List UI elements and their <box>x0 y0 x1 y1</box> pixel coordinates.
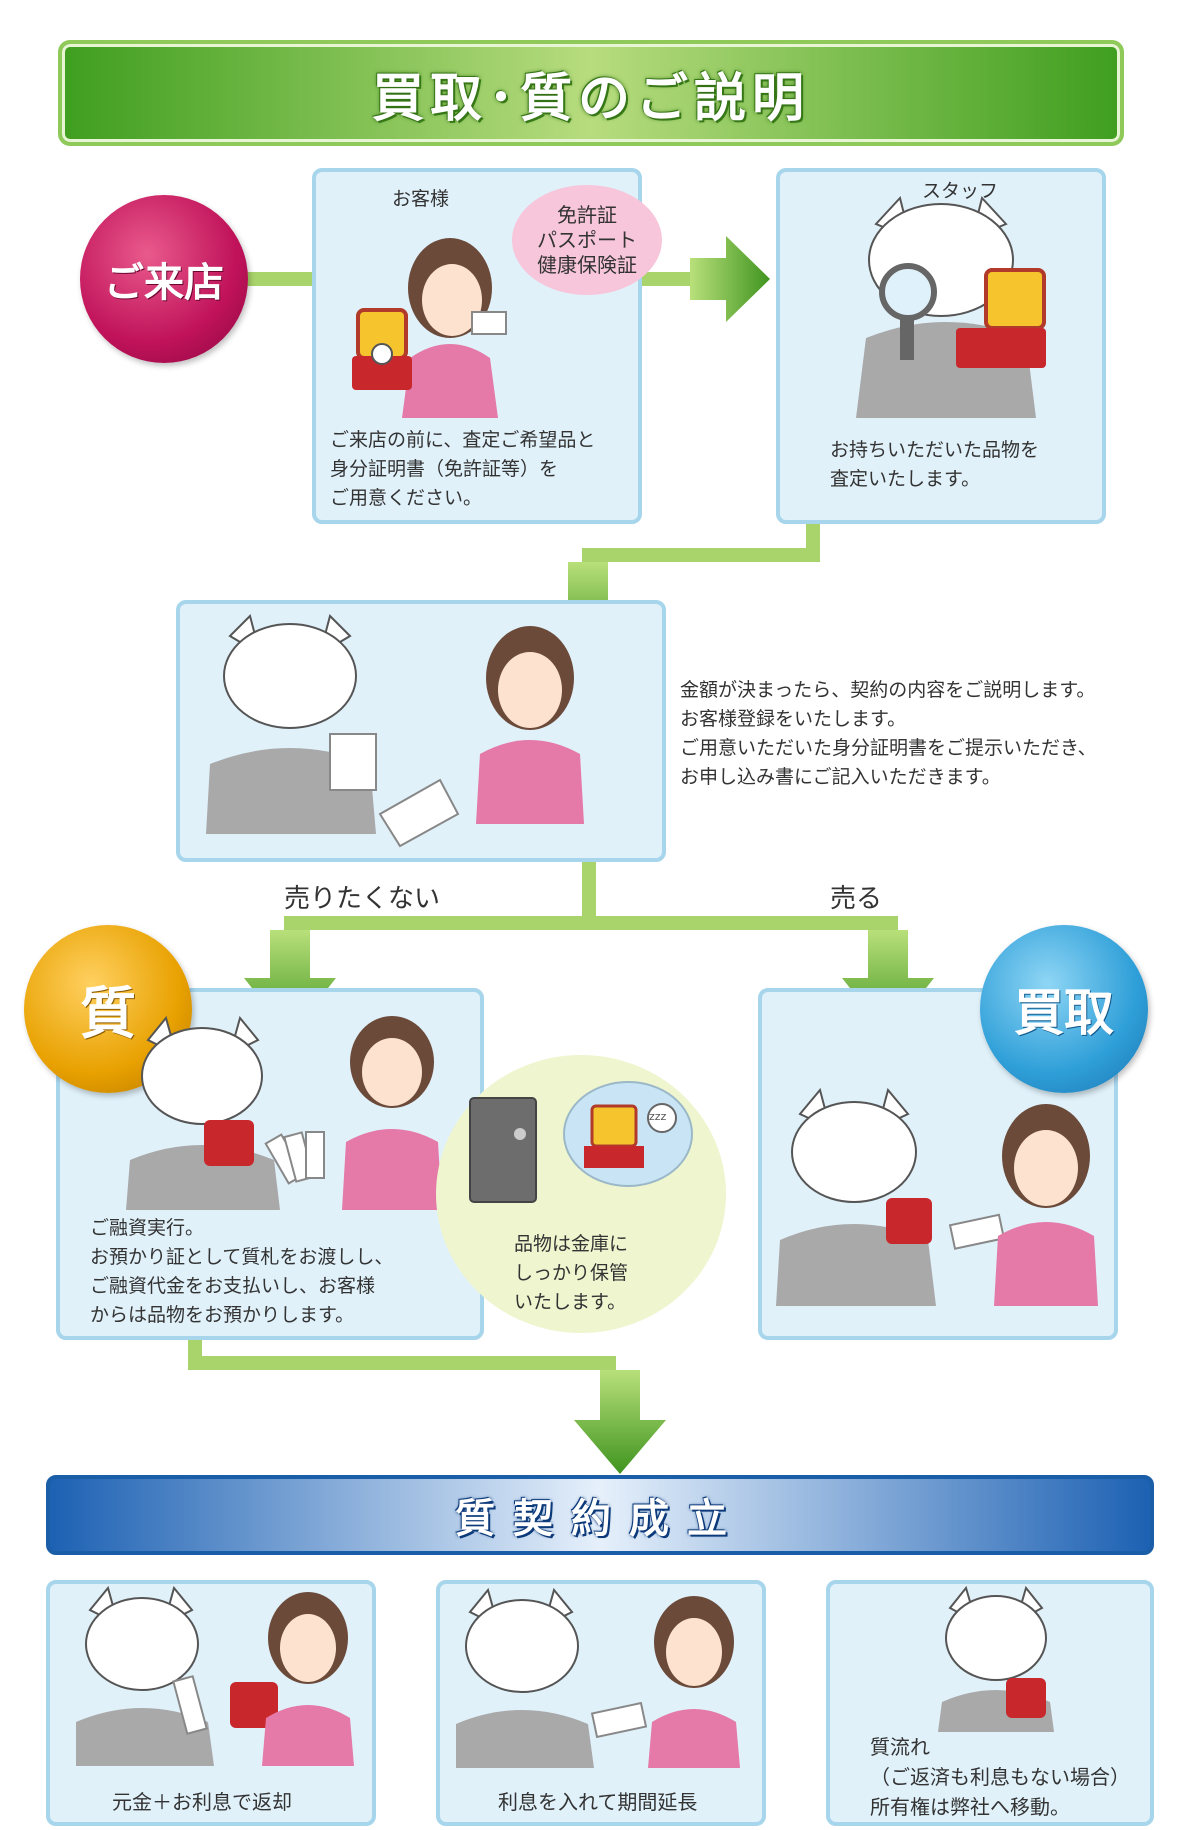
outcome-forfeit-text: 質流れ （ご返済も利息もない場合） 所有権は弊社へ移動。 <box>870 1732 1150 1822</box>
customer-illustration <box>340 218 520 418</box>
pawn-illustration <box>126 1010 446 1210</box>
arrow-down-contract <box>574 1370 666 1474</box>
staff-cat-illustration <box>836 188 1056 418</box>
contract-banner: 質契約成立 <box>46 1475 1154 1555</box>
safe-text: 品物は金庫に しっかり保管 いたします。 <box>514 1230 694 1317</box>
buy-circle: 買取 <box>980 925 1148 1093</box>
explain-illustration <box>200 614 650 850</box>
connector-staff-down-h <box>582 548 820 562</box>
visit-circle: ご来店 <box>80 195 248 363</box>
outcome-return-text: 元金＋お利息で返却 <box>112 1788 292 1817</box>
branch-not-sell-label: 売りたくない <box>284 878 440 915</box>
pawn-text: ご融資実行。 お預かり証として質札をお渡しし、 ご融資代金をお支払いし、お客様 … <box>90 1214 470 1330</box>
connector-pawn-down-h <box>188 1356 616 1370</box>
branch-sell-label: 売る <box>830 878 882 915</box>
page-title: 買取･質のご説明 <box>372 56 810 131</box>
arrow-right-top <box>690 236 770 322</box>
staff-text: お持ちいただいた品物を 査定いたします。 <box>830 436 1090 494</box>
outcome-extend-text: 利息を入れて期間延長 <box>498 1788 697 1817</box>
outcome-extend-illustration <box>456 1584 746 1768</box>
contract-banner-text: 質契約成立 <box>455 1486 745 1544</box>
id-bubble: 免許証 パスポート 健康保険証 <box>512 185 662 295</box>
outcome-forfeit-illustration <box>936 1582 1076 1732</box>
connector-visit <box>244 272 314 286</box>
visit-circle-label: ご来店 <box>104 250 224 308</box>
customer-label: お客様 <box>392 184 449 211</box>
zzz-text: zzz <box>649 1110 666 1123</box>
page-title-banner: 買取･質のご説明 <box>58 40 1124 146</box>
buy-circle-label: 買取 <box>1014 973 1114 1045</box>
safe-illustration <box>468 1076 698 1206</box>
explain-text: 金額が決まったら、契約の内容をご説明します。 お客様登録をいたします。 ご用意い… <box>680 676 1160 792</box>
outcome-return-illustration <box>76 1582 356 1766</box>
connector-branch-h <box>284 916 898 930</box>
customer-text: ご来店の前に、査定ご希望品と 身分証明書（免許証等）を ご用意ください。 <box>330 426 630 513</box>
id-bubble-text: 免許証 パスポート 健康保険証 <box>537 203 637 278</box>
buy-illustration <box>776 1080 1106 1306</box>
